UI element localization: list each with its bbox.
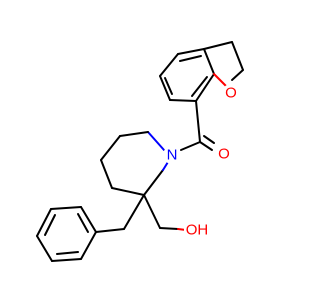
bond (169, 99, 197, 102)
bond (80, 231, 97, 260)
bond (80, 206, 97, 233)
bond (123, 194, 145, 230)
bond (195, 100, 201, 143)
nitrogen-label: N (167, 147, 178, 164)
bond (231, 69, 244, 81)
double-bond-inner (56, 251, 79, 255)
bond (36, 235, 53, 262)
bond (195, 73, 215, 102)
bond (203, 41, 233, 50)
bond (111, 187, 145, 196)
bond (162, 161, 169, 171)
bond (36, 208, 52, 237)
hydroxyl-label: OH (186, 222, 209, 239)
label-background (163, 146, 181, 164)
carbonyl-oxygen-label: O (218, 146, 230, 163)
bond (213, 73, 227, 87)
bond (100, 159, 113, 189)
label-background (184, 221, 210, 239)
hydroxymethyl-group (143, 194, 187, 231)
bond (159, 53, 179, 77)
bond (95, 228, 125, 233)
bond (50, 206, 82, 210)
double-bond-inner (77, 213, 89, 233)
phenyl-ring (36, 206, 97, 262)
bond (231, 41, 244, 71)
double-bond-inner (191, 76, 208, 97)
bond (177, 48, 205, 55)
benzofuran-benzene-ring (159, 48, 215, 102)
carbonyl-group (180, 100, 215, 151)
ring-oxygen-label: O (225, 85, 237, 102)
dihydrofuran-ring (203, 41, 244, 87)
double-bond-inner (44, 214, 56, 236)
bond (147, 131, 165, 151)
bond (203, 135, 215, 144)
double-bond-inner (179, 55, 202, 62)
bond (203, 48, 215, 75)
piperidine-ring (100, 131, 169, 196)
bond (180, 141, 201, 151)
bond (143, 169, 164, 196)
double-bond-inner (164, 77, 173, 95)
bond (51, 258, 82, 262)
bond (143, 194, 161, 229)
label-background (215, 145, 233, 163)
bond (159, 227, 179, 230)
benzyl-group (95, 194, 145, 233)
bond (119, 131, 149, 137)
bond (159, 75, 171, 101)
structure-canvas: O O N OH (36, 41, 244, 262)
label-background (222, 84, 240, 102)
bond (100, 135, 121, 161)
molecule-drawing: O O N OH (36, 41, 244, 262)
atom-labels: O O N OH (163, 84, 240, 239)
bond (199, 141, 213, 151)
